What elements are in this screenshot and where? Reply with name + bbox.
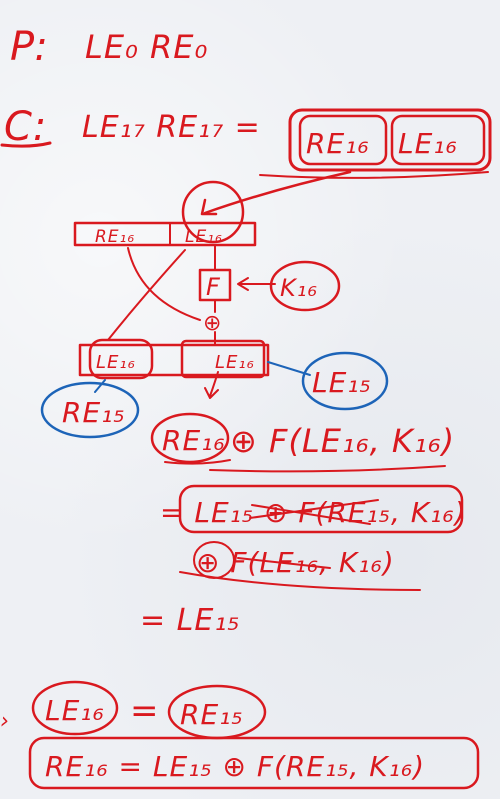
conclusion-eq2: RE₁₆ = LE₁₅ ⊕ F(RE₁₅, K₁₆) [45,750,425,783]
cipher-box-left-half: LE₁₆ [398,127,458,160]
top-left-half: RE₁₆ [95,227,135,247]
cipher-box-right-frame [298,114,388,166]
re15-circle [40,381,140,439]
top-register [73,221,257,247]
derivation-line1: ⊕ F(LE₁₆, K₁₆) [230,422,455,460]
ciphertext-value: LE₁₇ RE₁₇ = [82,110,261,145]
xor-symbol: ⊕ [203,311,222,336]
key-arrow-head [237,277,249,291]
derivation-re16: RE₁₆ [162,424,226,457]
cipher-box-right-half: RE₁₆ [306,127,370,160]
top-right-half: LE₁₆ [185,227,223,247]
final-equation-frame [28,736,480,790]
derivation-line2: = LE₁₅ ⊕ F(RE₁₅, K₁₆) [160,496,467,529]
le15-circle [301,351,389,411]
le15-tag: LE₁₅ [312,366,372,399]
cipher-underline [259,171,489,179]
line3-crossout [237,557,331,569]
f-function-label: F [206,273,221,301]
crossover-line [107,249,186,341]
conclusion-eq1-right: RE₁₅ [180,698,244,731]
crossover-circle [181,180,245,244]
bottom-register [78,343,270,377]
line3-underline [179,571,421,591]
ciphertext-label: C: [4,104,47,150]
cipher-box-outer [288,108,492,172]
down-arrow [204,371,219,399]
round-key: K₁₆ [280,274,318,302]
key-circle [269,260,341,312]
left-to-xor-line [127,247,201,321]
plaintext-label: P: [10,24,49,70]
conclusion-eq1-left: LE₁₆ [45,694,105,727]
cipher-box-left-frame [390,114,486,166]
plaintext-value: LE₀ RE₀ [85,28,208,66]
re15-tag: RE₁₅ [62,396,126,429]
derivation-line4: = LE₁₅ [140,603,240,638]
le16-circle [31,680,119,736]
bottom-right-half: LE₁₆ [215,352,255,373]
bottom-right-frame [180,339,266,379]
derivation-line3: ⊕ F(LE₁₆, K₁₆) [196,546,395,579]
line1-underlines [164,459,446,473]
re16-circle [150,412,230,464]
conclusion-arrow: › [0,709,10,734]
line2-crossout [249,499,379,525]
arrow-to-diagram [203,170,352,215]
bottom-left-frame [88,338,154,380]
bottom-left-half: LE₁₆ [96,352,136,373]
right-tag-pointer [267,361,311,376]
line2-frame [178,484,464,534]
left-tag-pointer [94,379,106,393]
c-underline [0,141,52,148]
conclusion-eq1-equals: = [130,691,160,731]
arrow-head [200,198,218,216]
